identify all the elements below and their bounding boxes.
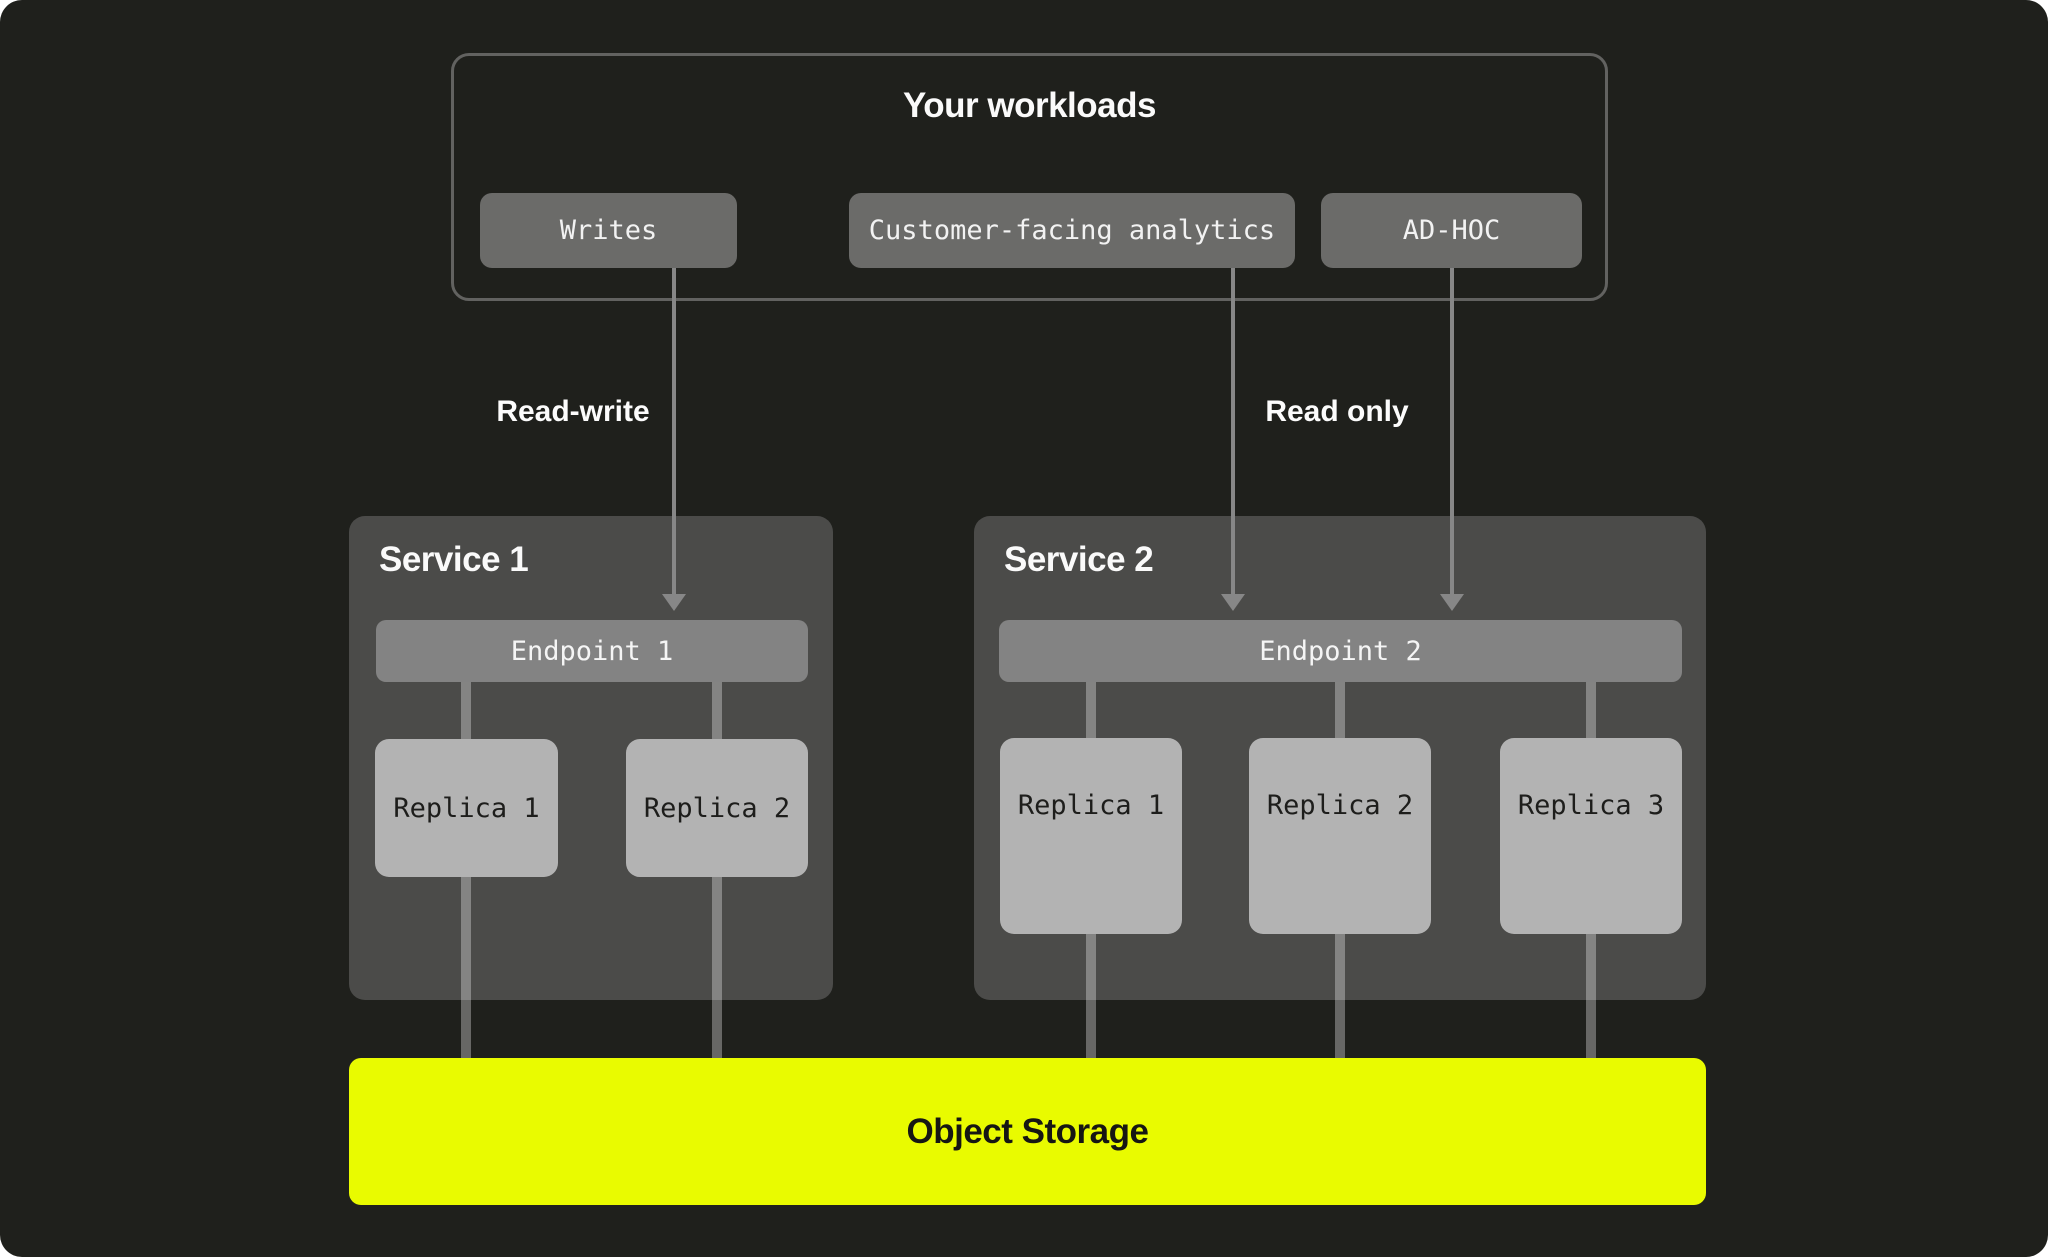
service-2-endpoint-label: Endpoint 2 [1259, 635, 1422, 667]
service-2-replica-3-label: Replica 3 [1517, 790, 1665, 821]
workload-chip-ad-hoc: AD-HOC [1321, 193, 1582, 268]
service-1-endpoint: Endpoint 1 [376, 620, 808, 682]
service-2-replica-2-label: Replica 2 [1266, 790, 1414, 821]
workloads-title: Your workloads [903, 86, 1156, 125]
object-storage-label: Object Storage [906, 1111, 1149, 1151]
service-1-title: Service 1 [379, 540, 529, 579]
workload-chip-writes-label: Writes [559, 215, 658, 246]
object-storage-box: Object Storage [349, 1058, 1706, 1205]
service-2-replica-3: Replica 3 [1500, 738, 1682, 934]
workload-chip-adhoc-label: AD-HOC [1402, 215, 1501, 246]
edge-label-read-only: Read only [1265, 395, 1409, 428]
service-2-endpoint: Endpoint 2 [999, 620, 1682, 682]
service-1-replica-1-label: Replica 1 [393, 792, 540, 824]
service-2-replica-1: Replica 1 [1000, 738, 1182, 934]
service-1-replica-2: Replica 2 [626, 739, 808, 877]
arrowhead-adhoc-to-endpoint2-icon [1440, 594, 1464, 611]
service-1-replica-2-label: Replica 2 [643, 792, 791, 824]
arrowhead-writes-to-endpoint1-icon [662, 594, 686, 611]
service-2-replica-2: Replica 2 [1249, 738, 1431, 934]
service-1-endpoint-label: Endpoint 1 [510, 635, 674, 667]
arrowhead-analytics-to-endpoint2-icon [1221, 594, 1245, 611]
arrow-analytics-to-endpoint2 [1231, 268, 1235, 594]
workload-chip-cfa-label: Customer-facing analytics [868, 215, 1276, 246]
workloads-group-box [451, 53, 1608, 301]
service-2-replica-1-label: Replica 1 [1017, 790, 1165, 821]
service-2-title: Service 2 [1004, 540, 1154, 579]
edge-label-read-write: Read-write [496, 395, 650, 428]
arrow-writes-to-endpoint1 [672, 268, 676, 594]
service-1-replica-1: Replica 1 [375, 739, 558, 877]
workload-chip-customer-facing-analytics: Customer-facing analytics [849, 193, 1295, 268]
workload-chip-writes: Writes [480, 193, 737, 268]
arrow-adhoc-to-endpoint2 [1450, 268, 1454, 594]
